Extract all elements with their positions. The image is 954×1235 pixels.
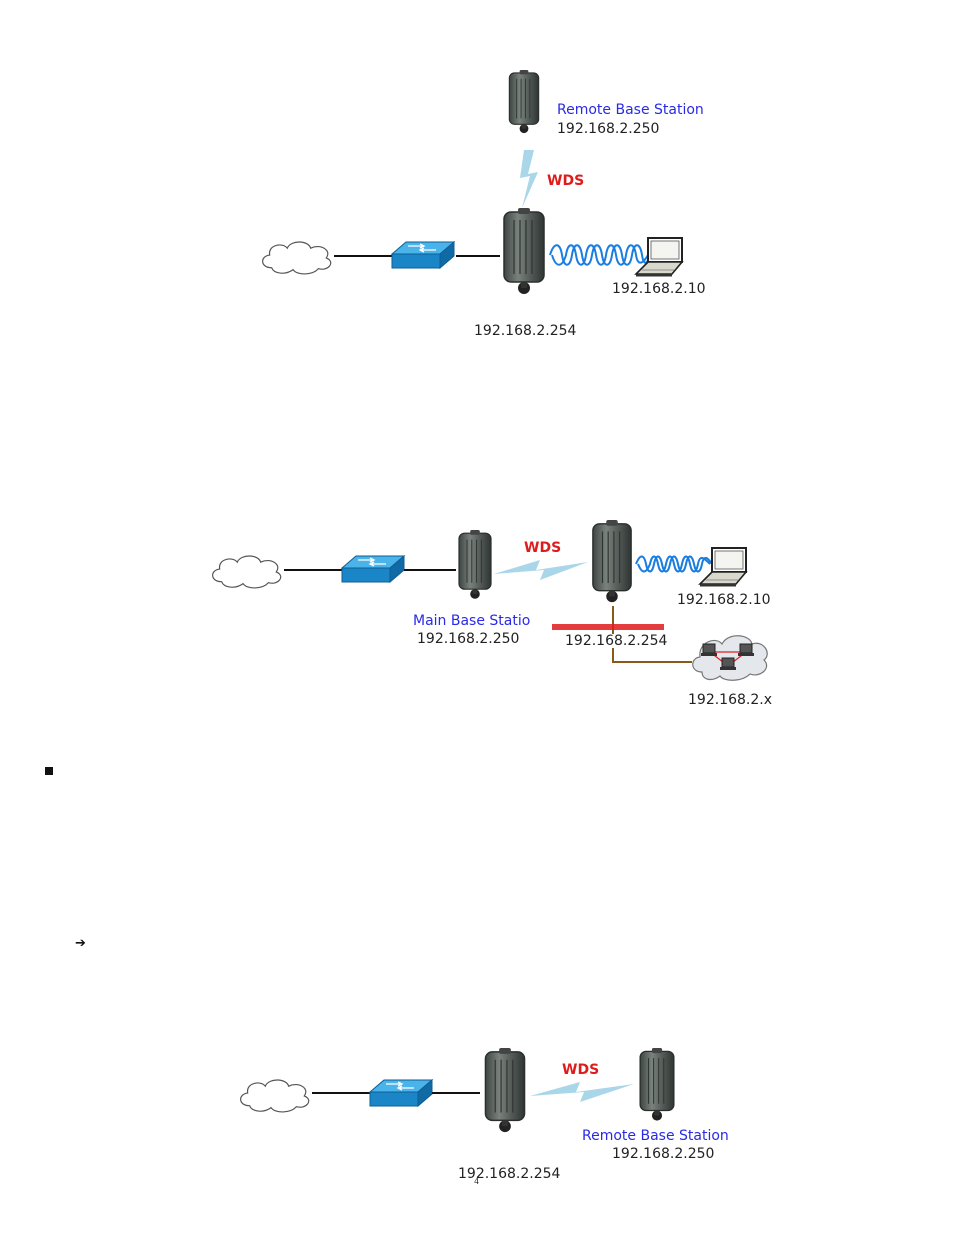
wds-link-icon xyxy=(520,150,538,208)
arrow-right-icon: ➔ xyxy=(75,936,86,951)
internet-cloud-icon xyxy=(212,555,282,589)
diagram-wds-repeater: Remote Base Station 192.168.2.250 WDS 19… xyxy=(0,0,954,360)
remote-base-station-icon xyxy=(592,520,632,603)
remote-base-station-ip: 192.168.2.250 xyxy=(612,1146,715,1162)
wds-link-icon xyxy=(494,560,588,580)
wds-label: WDS xyxy=(562,1062,600,1078)
main-base-station-ip: 192.168.2.250 xyxy=(417,631,520,647)
main-base-station-icon xyxy=(503,208,545,295)
main-base-station-icon xyxy=(484,1048,526,1133)
remote-base-station-icon xyxy=(639,1048,675,1122)
internet-cloud-icon xyxy=(240,1079,310,1113)
main-base-station-ip: 192.168.2.254 xyxy=(458,1166,561,1182)
internet-cloud-icon xyxy=(262,241,332,275)
remote-base-station-ip: 192.168.2.254 xyxy=(565,633,668,649)
laptop-ip: 192.168.2.10 xyxy=(677,592,771,608)
switch-icon xyxy=(391,241,455,269)
main-base-station-ip: 192.168.2.254 xyxy=(474,323,577,339)
laptop-ip: 192.168.2.10 xyxy=(612,281,706,297)
remote-base-station-ip: 192.168.2.250 xyxy=(557,121,660,137)
switch-icon xyxy=(369,1079,433,1107)
wds-label: WDS xyxy=(547,173,585,189)
remote-base-station-icon xyxy=(508,70,540,134)
diagram-wds-point-to-point: WDS Remote Base Station 192.168.2.250 19… xyxy=(0,1040,954,1190)
main-base-station-label: Main Base Statio xyxy=(413,613,531,629)
page-number: 4 xyxy=(474,1177,480,1186)
laptop-icon xyxy=(699,547,747,588)
lan-ip: 192.168.2.x xyxy=(688,692,772,708)
remote-base-station-label: Remote Base Station xyxy=(557,102,704,118)
remote-base-station-label: Remote Base Station xyxy=(582,1128,729,1144)
diagram-wds-bridge-lan: WDS Main Base Statio 192.168.2.250 192.1… xyxy=(0,500,954,720)
bullet-marker xyxy=(45,767,53,775)
wireless-coil-icon xyxy=(549,244,651,266)
lan-network-icon xyxy=(692,635,768,681)
switch-icon xyxy=(341,555,405,583)
wds-label: WDS xyxy=(524,540,562,556)
wireless-coil-icon xyxy=(635,555,713,573)
wds-link-icon xyxy=(530,1082,634,1102)
main-base-station-icon xyxy=(458,530,492,600)
